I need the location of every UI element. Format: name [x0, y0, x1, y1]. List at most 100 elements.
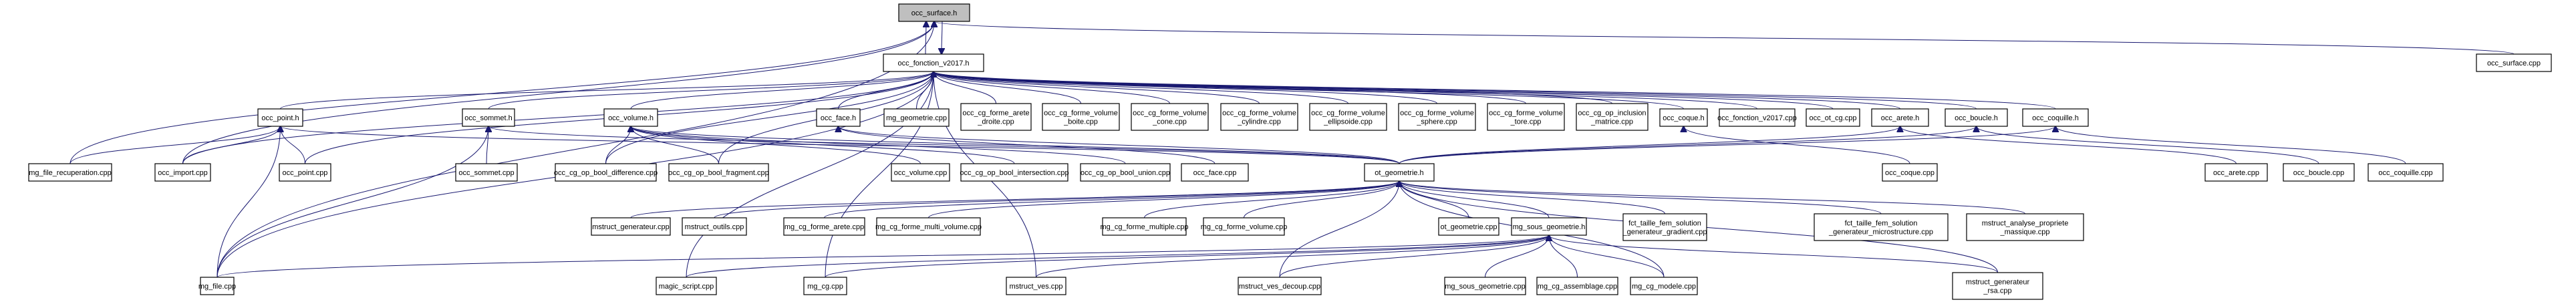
- node-box: [1309, 103, 1387, 131]
- edge-occ-sommet-h-to-occ-fonction-v2017-h: [488, 71, 934, 110]
- node-occ-cg-op-bool-union-cpp[interactable]: occ_cg_op_bool_union.cpp: [1080, 163, 1171, 182]
- node-occ-face-cpp[interactable]: occ_face.cpp: [1181, 163, 1249, 182]
- node-occ-ot-cg-cpp[interactable]: occ_ot_cg.cpp: [1806, 108, 1860, 127]
- node-label: mg_cg_forme_volume.cpp: [1201, 223, 1288, 231]
- node-occ-cg-op-bool-intersection-cpp[interactable]: occ_cg_op_bool_intersection.cpp: [960, 163, 1069, 182]
- node-occ-cg-forme-volume-ellipsoide-cpp[interactable]: occ_cg_forme_volume_ellipsoide.cpp: [1309, 103, 1387, 131]
- node-occ-volume-h[interactable]: occ_volume.h: [603, 108, 658, 127]
- node-label: occ_point.h: [261, 114, 299, 122]
- node-occ-face-h[interactable]: occ_face.h: [816, 108, 861, 127]
- node-mstruct-outils-cpp[interactable]: mstruct_outils.cpp: [682, 217, 747, 236]
- node-magic-script-cpp[interactable]: magic_script.cpp: [656, 277, 717, 295]
- node-label: magic_script.cpp: [659, 283, 714, 291]
- node-box: [883, 108, 950, 127]
- node-box: [682, 217, 747, 236]
- node-label: occ_coque.h: [1663, 114, 1704, 122]
- node-box: [2022, 108, 2089, 127]
- node-mg-cg-cpp[interactable]: mg_cg.cpp: [803, 277, 847, 295]
- node-mstruct-generateur-cpp[interactable]: mstruct_generateur.cpp: [591, 217, 671, 236]
- nodes-layer: occ_surface.h occ_fonction_v2017.h occ_sur…: [28, 3, 2552, 300]
- node-occ-arete-cpp[interactable]: occ_arete.cpp: [2204, 163, 2268, 182]
- edge-occ-cg-op-bool-intersection-cpp-to-occ-volume-h: [631, 126, 1015, 164]
- node-box: [876, 217, 981, 236]
- node-occ-coquille-cpp[interactable]: occ_coquille.cpp: [2368, 163, 2444, 182]
- node-fct-taille-fem-solution-generateur-gradient-cpp[interactable]: fct_taille_fem_solution_generateur_gradi…: [1622, 213, 1707, 241]
- node-label: occ_cg_forme_volume: [1311, 110, 1385, 118]
- node-occ-cg-forme-volume-sphere-cpp[interactable]: occ_cg_forme_volume_sphere.cpp: [1398, 103, 1476, 131]
- node-label: ot_geometrie.h: [1375, 169, 1423, 177]
- node-occ-cg-forme-volume-cylindre-cpp[interactable]: occ_cg_forme_volume_cylindre.cpp: [1220, 103, 1298, 131]
- node-mg-cg-forme-arete-cpp[interactable]: mg_cg_forme_arete.cpp: [783, 217, 865, 236]
- node-occ-point-h[interactable]: occ_point.h: [257, 108, 303, 127]
- edge-occ-cg-forme-volume-cone-cpp-to-occ-fonction-v2017-h: [934, 71, 1170, 104]
- node-occ-sommet-cpp[interactable]: occ_sommet.cpp: [455, 163, 518, 182]
- edge-occ-coquille-cpp-to-occ-coquille-h: [2055, 126, 2406, 164]
- node-occ-coque-cpp[interactable]: occ_coque.cpp: [1882, 163, 1938, 182]
- node-occ-coque-h[interactable]: occ_coque.h: [1659, 108, 1708, 127]
- node-box: [1871, 108, 1929, 127]
- edge-occ-arete-cpp-to-occ-arete-h: [1900, 126, 2237, 164]
- node-occ-cg-forme-arete-droite-cpp[interactable]: occ_cg_forme_arete_droite.cpp: [960, 103, 1032, 131]
- edge-fct-taille-fem-solution-generateur-microstructure-cpp-to-ot-geometrie-h: [1399, 181, 1882, 214]
- node-label: mg_geometrie.cpp: [886, 114, 947, 122]
- node-mstruct-ves-decoup-cpp[interactable]: mstruct_ves_decoup.cpp: [1238, 277, 1322, 295]
- node-occ-cg-forme-volume-cone-cpp[interactable]: occ_cg_forme_volume_cone.cpp: [1131, 103, 1209, 131]
- node-mg-cg-forme-multi-volume-cpp[interactable]: mg_cg_forme_multi_volume.cpp: [875, 217, 982, 236]
- edge-occ-face-cpp-to-occ-face-h: [839, 126, 1215, 164]
- edge-mg-file-cpp-to-mg-sous-geometrie-h: [217, 235, 1549, 278]
- edge-occ-import-cpp-to-occ-point-h: [182, 126, 281, 164]
- node-mg-file-recuperation-cpp[interactable]: mg_file_recuperation.cpp: [28, 163, 112, 182]
- node-occ-fonction-v2017-cpp[interactable]: occ_fonction_v2017.cpp: [1717, 108, 1797, 127]
- node-box: [668, 163, 769, 182]
- node-ot-geometrie-h[interactable]: ot_geometrie.h: [1364, 163, 1435, 182]
- node-mg-sous-geometrie-h[interactable]: mg_sous_geometrie.h: [1511, 217, 1587, 236]
- node-ot-geometrie-cpp[interactable]: ot_geometrie.cpp: [1438, 217, 1499, 236]
- node-box: [462, 108, 515, 127]
- node-label: occ_cg_forme_volume: [1222, 110, 1296, 118]
- node-mg-geometrie-cpp[interactable]: mg_geometrie.cpp: [883, 108, 950, 127]
- node-label: occ_coquille.cpp: [2378, 169, 2432, 177]
- node-occ-boucle-h[interactable]: occ_boucle.h: [1945, 108, 2008, 127]
- node-occ-import-cpp[interactable]: occ_import.cpp: [154, 163, 211, 182]
- node-occ-cg-forme-volume-boite-cpp[interactable]: occ_cg_forme_volume_boite.cpp: [1042, 103, 1120, 131]
- node-occ-sommet-h[interactable]: occ_sommet.h: [462, 108, 515, 127]
- node-label: occ_cg_forme_arete: [962, 110, 1029, 118]
- node-fct-taille-fem-solution-generateur-microstructure-cpp[interactable]: fct_taille_fem_solution_generateur_micro…: [1814, 213, 1949, 241]
- node-box: [2283, 163, 2355, 182]
- edge-mg-cg-cpp-to-occ-fonction-v2017-h: [825, 71, 934, 278]
- node-box: [1719, 108, 1796, 127]
- node-box: [279, 163, 331, 182]
- node-mg-file-cpp[interactable]: mg_file.cpp: [198, 277, 236, 295]
- node-label: occ_surface.h: [911, 9, 957, 17]
- node-occ-fonction-v2017-h[interactable]: occ_fonction_v2017.h: [883, 53, 984, 72]
- node-box: [1006, 277, 1066, 295]
- node-occ-cg-op-bool-fragment-cpp[interactable]: occ_cg_op_bool_fragment.cpp: [668, 163, 769, 182]
- edge-occ-cg-op-bool-difference-cpp-to-occ-fonction-v2017-h: [605, 71, 934, 164]
- edge-occ-fonction-v2017-h-to-occ-surface-h: [925, 21, 926, 55]
- node-label: occ_face.h: [821, 114, 856, 122]
- edge-mstruct-analyse-propriete-massique-cpp-to-ot-geometrie-h: [1399, 181, 2025, 214]
- node-occ-volume-cpp[interactable]: occ_volume.cpp: [891, 163, 950, 182]
- edge-occ-surface-cpp-to-occ-surface-h: [934, 21, 2515, 55]
- node-mstruct-ves-cpp[interactable]: mstruct_ves.cpp: [1006, 277, 1066, 295]
- node-mg-sous-geometrie-cpp[interactable]: mg_sous_geometrie.cpp: [1444, 277, 1526, 295]
- node-mstruct-generateur-rsa-cpp[interactable]: mstruct_generateur_rsa.cpp: [1952, 272, 2043, 300]
- edge-occ-cg-op-bool-fragment-cpp-to-occ-volume-h: [631, 126, 719, 164]
- node-box: [898, 3, 970, 22]
- node-occ-cg-forme-volume-tore-cpp[interactable]: occ_cg_forme_volume_tore.cpp: [1487, 103, 1565, 131]
- node-occ-coquille-h[interactable]: occ_coquille.h: [2022, 108, 2089, 127]
- node-mstruct-analyse-propriete-massique-cpp[interactable]: mstruct_analyse_propriete_massique.cpp: [1966, 213, 2084, 241]
- node-mg-cg-forme-multiple-cpp[interactable]: mg_cg_forme_multiple.cpp: [1100, 217, 1189, 236]
- node-mg-cg-modele-cpp[interactable]: mg_cg_modele.cpp: [1630, 277, 1698, 295]
- node-occ-point-cpp[interactable]: occ_point.cpp: [279, 163, 331, 182]
- node-label: occ_cg_op_bool_difference.cpp: [554, 169, 658, 177]
- node-label: occ_ot_cg.cpp: [1810, 114, 1857, 122]
- node-mg-cg-forme-volume-cpp[interactable]: mg_cg_forme_volume.cpp: [1201, 217, 1288, 236]
- node-label: mg_cg_forme_arete.cpp: [784, 223, 864, 231]
- node-occ-surface-cpp[interactable]: occ_surface.cpp: [2476, 53, 2552, 72]
- node-mg-cg-assemblage-cpp[interactable]: mg_cg_assemblage.cpp: [1536, 277, 1618, 295]
- node-occ-arete-h[interactable]: occ_arete.h: [1871, 108, 1929, 127]
- node-occ-cg-op-bool-difference-cpp[interactable]: occ_cg_op_bool_difference.cpp: [554, 163, 658, 182]
- node-occ-boucle-cpp[interactable]: occ_boucle.cpp: [2283, 163, 2355, 182]
- node-occ-cg-op-inclusion-matrice-cpp[interactable]: occ_cg_op_inclusion_matrice.cpp: [1576, 103, 1649, 131]
